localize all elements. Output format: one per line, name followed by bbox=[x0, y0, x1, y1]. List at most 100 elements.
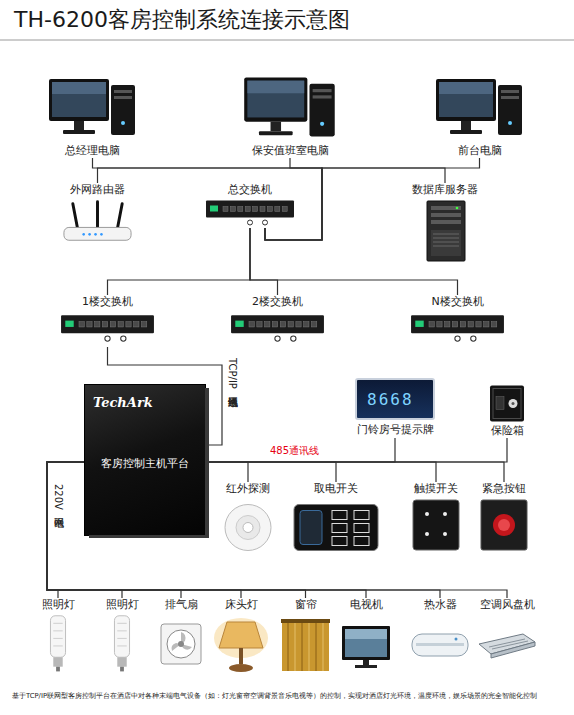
icon-part bbox=[238, 207, 243, 212]
device-icon bbox=[205, 197, 295, 228]
device-node: 数据库服务器 bbox=[405, 183, 485, 265]
icon-part bbox=[309, 623, 310, 671]
device-icon bbox=[45, 72, 140, 144]
icon-part bbox=[235, 321, 243, 327]
icon-part bbox=[332, 537, 347, 546]
device-illustration bbox=[212, 612, 270, 678]
device-label: 窗帘 bbox=[295, 598, 317, 612]
icon-part bbox=[332, 524, 347, 533]
device-label: 电视机 bbox=[350, 598, 383, 612]
icon-part bbox=[114, 90, 132, 93]
device-illustration bbox=[405, 197, 485, 265]
icon-part bbox=[309, 84, 334, 137]
icon-part bbox=[117, 623, 126, 624]
device-label: 外网路由器 bbox=[70, 183, 125, 197]
device-icon bbox=[405, 496, 467, 554]
device-illustration bbox=[215, 496, 281, 557]
device-illustration bbox=[278, 612, 333, 678]
connector-line bbox=[98, 168, 323, 240]
device-label: 紧急按钮 bbox=[482, 482, 526, 496]
device-label: 排气扇 bbox=[165, 598, 198, 612]
icon-part bbox=[61, 315, 154, 333]
icon-part bbox=[304, 322, 309, 327]
icon-part bbox=[445, 322, 450, 327]
icon-part bbox=[230, 207, 235, 212]
device-icon bbox=[215, 496, 281, 557]
icon-part bbox=[282, 623, 329, 671]
device-label: 床头灯 bbox=[225, 598, 258, 612]
device-illustration bbox=[155, 612, 207, 678]
icon-part bbox=[53, 657, 62, 666]
icon-part bbox=[247, 81, 304, 118]
host-box: TechArk客房控制主机平台 bbox=[85, 385, 205, 535]
device-illustration bbox=[97, 612, 147, 678]
device-illustration bbox=[432, 72, 527, 144]
icon-part bbox=[433, 246, 459, 247]
icon-part bbox=[498, 519, 510, 531]
icon-part bbox=[282, 207, 287, 212]
icon-part bbox=[117, 657, 126, 666]
icon-part bbox=[413, 500, 459, 550]
device-illustration bbox=[290, 496, 382, 557]
icon-part bbox=[491, 642, 535, 658]
icon-part bbox=[126, 322, 131, 327]
icon-part bbox=[296, 322, 301, 327]
icon-part bbox=[429, 322, 434, 327]
icon-part bbox=[461, 121, 471, 130]
icon-part bbox=[433, 234, 459, 235]
icon-part bbox=[316, 623, 317, 671]
icon-part bbox=[481, 500, 527, 550]
icon-part bbox=[110, 322, 115, 327]
icon-part bbox=[437, 322, 442, 327]
device-icon bbox=[432, 72, 527, 144]
icon-part bbox=[431, 220, 461, 224]
icon-part bbox=[411, 315, 504, 333]
icon-part bbox=[443, 512, 447, 516]
icon-part bbox=[244, 77, 307, 121]
icon-part bbox=[102, 322, 107, 327]
icon-part bbox=[431, 213, 461, 217]
edge-label: 485通讯线 bbox=[270, 445, 319, 457]
connector-line bbox=[205, 438, 507, 462]
device-icon bbox=[212, 612, 270, 678]
title-rule bbox=[0, 40, 574, 41]
device-label: N楼交换机 bbox=[431, 295, 483, 309]
device-icon bbox=[338, 612, 394, 678]
icon-part bbox=[427, 201, 465, 261]
icon-part bbox=[247, 81, 304, 94]
device-node: 前台电脑 bbox=[432, 72, 527, 158]
device-label: 空调风盘机 bbox=[480, 598, 535, 612]
device-illustration bbox=[405, 496, 467, 554]
icon-part bbox=[64, 227, 131, 240]
device-illustration bbox=[33, 612, 83, 678]
icon-part bbox=[49, 79, 109, 121]
device-node: 保安值班室电脑 bbox=[240, 72, 340, 158]
device-icon bbox=[60, 309, 155, 347]
icon-part bbox=[88, 233, 91, 236]
icon-part bbox=[117, 645, 126, 646]
icon-part bbox=[431, 230, 461, 256]
icon-part bbox=[455, 336, 460, 341]
connector-line bbox=[205, 462, 436, 482]
icon-part bbox=[120, 667, 124, 672]
icon-part bbox=[121, 121, 125, 125]
device-node: 8668门铃房号提示牌 bbox=[352, 378, 438, 438]
icon-part bbox=[53, 645, 62, 646]
device-label: 总经理电脑 bbox=[65, 144, 120, 158]
icon-part bbox=[178, 641, 184, 647]
icon-part bbox=[260, 207, 265, 212]
device-label: 取电开关 bbox=[314, 482, 358, 496]
connector-line bbox=[205, 462, 248, 482]
device-illustration bbox=[60, 309, 155, 347]
device-label: 照明灯 bbox=[42, 598, 75, 612]
device-label: 触摸开关 bbox=[414, 482, 458, 496]
icon-part bbox=[294, 505, 378, 551]
icon-part bbox=[249, 322, 254, 327]
icon-part bbox=[425, 532, 429, 536]
icon-part bbox=[354, 524, 369, 533]
icon-part bbox=[275, 207, 280, 212]
device-icon bbox=[290, 496, 382, 557]
icon-part bbox=[288, 623, 289, 671]
icon-part bbox=[311, 322, 316, 327]
icon-part bbox=[231, 315, 324, 333]
